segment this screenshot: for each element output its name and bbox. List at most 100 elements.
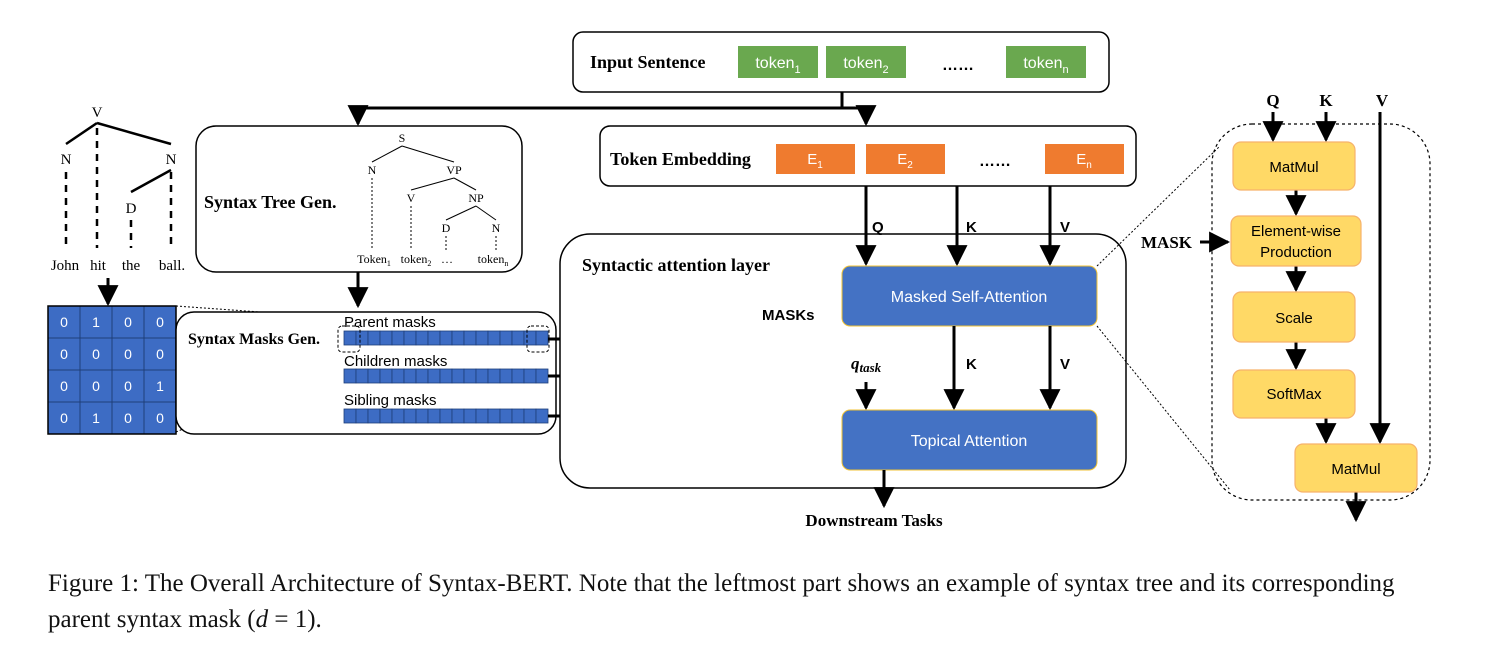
svg-text:S: S: [399, 131, 406, 145]
mask-cell-value: 0: [124, 346, 132, 362]
syntax-masks-gen-title: Syntax Masks Gen.: [188, 331, 320, 348]
input-ellipsis: ……: [942, 57, 974, 74]
mask-bar-segment: [439, 368, 453, 384]
word-the: the: [122, 258, 141, 274]
children-mask-bar: [343, 368, 549, 384]
input-sentence-box: Input Sentence token1 token2 …… tokenn: [572, 31, 1110, 93]
inner-arrows: [855, 326, 1061, 411]
q-label: Q: [872, 219, 884, 236]
mask-bar-segment: [427, 408, 441, 424]
mask-bar-segment: [523, 330, 537, 346]
mask-bar-segment: [523, 408, 537, 424]
mask-cell-value: 1: [156, 378, 164, 394]
mask-bar-segment: [355, 330, 369, 346]
mask-highlight-left: [337, 325, 361, 353]
detail-matmul-1: MatMul: [1232, 141, 1356, 191]
mask-bar-segment: [379, 368, 393, 384]
mask-bar-segment: [367, 330, 381, 346]
mask-bar-segment: [451, 330, 465, 346]
mask-bar-segment: [427, 368, 441, 384]
mask-bar-segment: [475, 330, 489, 346]
sibling-mask-bar: [343, 408, 549, 424]
mask-cell-value: 1: [92, 410, 100, 426]
svg-text:Element-wise: Element-wise: [1251, 223, 1341, 240]
mask-cell-value: 1: [92, 314, 100, 330]
detail-zoom-lines: [1096, 145, 1231, 491]
svg-text:tokenn: tokenn: [478, 252, 509, 268]
detail-element-wise-production: Element-wise Production: [1230, 215, 1362, 267]
v-label: V: [1060, 219, 1070, 236]
mini-syntax-tree: S N VP V NP D N Token1 token2: [357, 131, 508, 268]
mask-bar-segment: [451, 368, 465, 384]
embedding-en: En: [1045, 144, 1124, 174]
mask-bar-segment: [391, 408, 405, 424]
mask-bar-segment: [379, 330, 393, 346]
svg-text:Token1: Token1: [357, 252, 391, 268]
mask-cell: [143, 401, 177, 435]
mask-cell: [79, 401, 113, 435]
downstream-tasks-label: Downstream Tasks: [805, 511, 943, 530]
mask-bar-segment: [403, 408, 417, 424]
mask-bar-segment: [463, 408, 477, 424]
svg-text:D: D: [442, 221, 451, 235]
k-label: K: [966, 219, 977, 236]
mask-bar-segment: [403, 330, 417, 346]
mask-bar-segment: [511, 408, 525, 424]
mask-bar-segment: [343, 408, 357, 424]
qkv-arrows: [855, 186, 1061, 267]
syntactic-attention-title: Syntactic attention layer: [582, 255, 770, 275]
svg-text:En: En: [1076, 151, 1092, 171]
mask-bar-segment: [475, 368, 489, 384]
mask-bar-segment: [499, 368, 513, 384]
mask-cell-value: 0: [156, 346, 164, 362]
masks-label: MASKs: [762, 307, 815, 324]
mask-bar-segment: [391, 368, 405, 384]
mask-bar-segment: [355, 368, 369, 384]
mask-bar-segment: [511, 368, 525, 384]
mask-bar-segment: [487, 408, 501, 424]
mask-bar-segment: [415, 408, 429, 424]
parent-masks-label: Parent masks: [344, 314, 436, 331]
mask-bar-segment: [415, 330, 429, 346]
mask-bar-segment: [463, 368, 477, 384]
mask-cell-value: 0: [60, 314, 68, 330]
embedding-e1: E1: [776, 144, 855, 174]
detail-scale: Scale: [1232, 291, 1356, 343]
example-syntax-tree: V N N D John hit the ball.: [51, 105, 185, 274]
mask-bar-segment: [535, 408, 549, 424]
svg-text:NP: NP: [468, 191, 484, 205]
input-sentence-title: Input Sentence: [590, 52, 706, 72]
mask-bar-segment: [355, 408, 369, 424]
mask-cell-value: 0: [92, 378, 100, 394]
mask-bars: [343, 330, 549, 424]
mask-bar-segment: [487, 368, 501, 384]
syntax-tree-gen-box: Syntax Tree Gen. S N VP V NP D N: [195, 125, 523, 273]
detail-matmul-2: MatMul: [1294, 443, 1418, 493]
token-embedding-box: Token Embedding E1 E2 …… En: [599, 125, 1137, 187]
mask-bar-segment: [487, 330, 501, 346]
mask-cell-value: 0: [92, 346, 100, 362]
svg-text:Scale: Scale: [1275, 310, 1313, 327]
svg-text:V: V: [407, 191, 416, 205]
mask-cell-value: 0: [124, 314, 132, 330]
svg-text:V: V: [92, 105, 103, 121]
svg-text:N: N: [61, 152, 72, 168]
mask-bar-segment: [511, 330, 525, 346]
svg-text:N: N: [368, 163, 377, 177]
word-john: John: [51, 258, 80, 274]
sibling-masks-label: Sibling masks: [344, 392, 437, 409]
embedding-e2: E2: [866, 144, 945, 174]
svg-text:VP: VP: [446, 163, 462, 177]
mask-bar-segment: [499, 330, 513, 346]
q-task-label: qtask: [851, 354, 882, 375]
mask-bar-segment: [439, 408, 453, 424]
mask-bar-segment: [367, 408, 381, 424]
architecture-diagram: Input Sentence token1 token2 …… tokenn S…: [47, 31, 1431, 530]
attention-detail-panel: Q K V MASK MatMul Element-wise Productio…: [1141, 91, 1431, 523]
mask-cell: [47, 305, 81, 339]
mask-cell-value: 0: [124, 378, 132, 394]
mask-bar-segment: [523, 368, 537, 384]
svg-text:E2: E2: [897, 151, 913, 171]
input-token-1: token1: [738, 46, 818, 78]
